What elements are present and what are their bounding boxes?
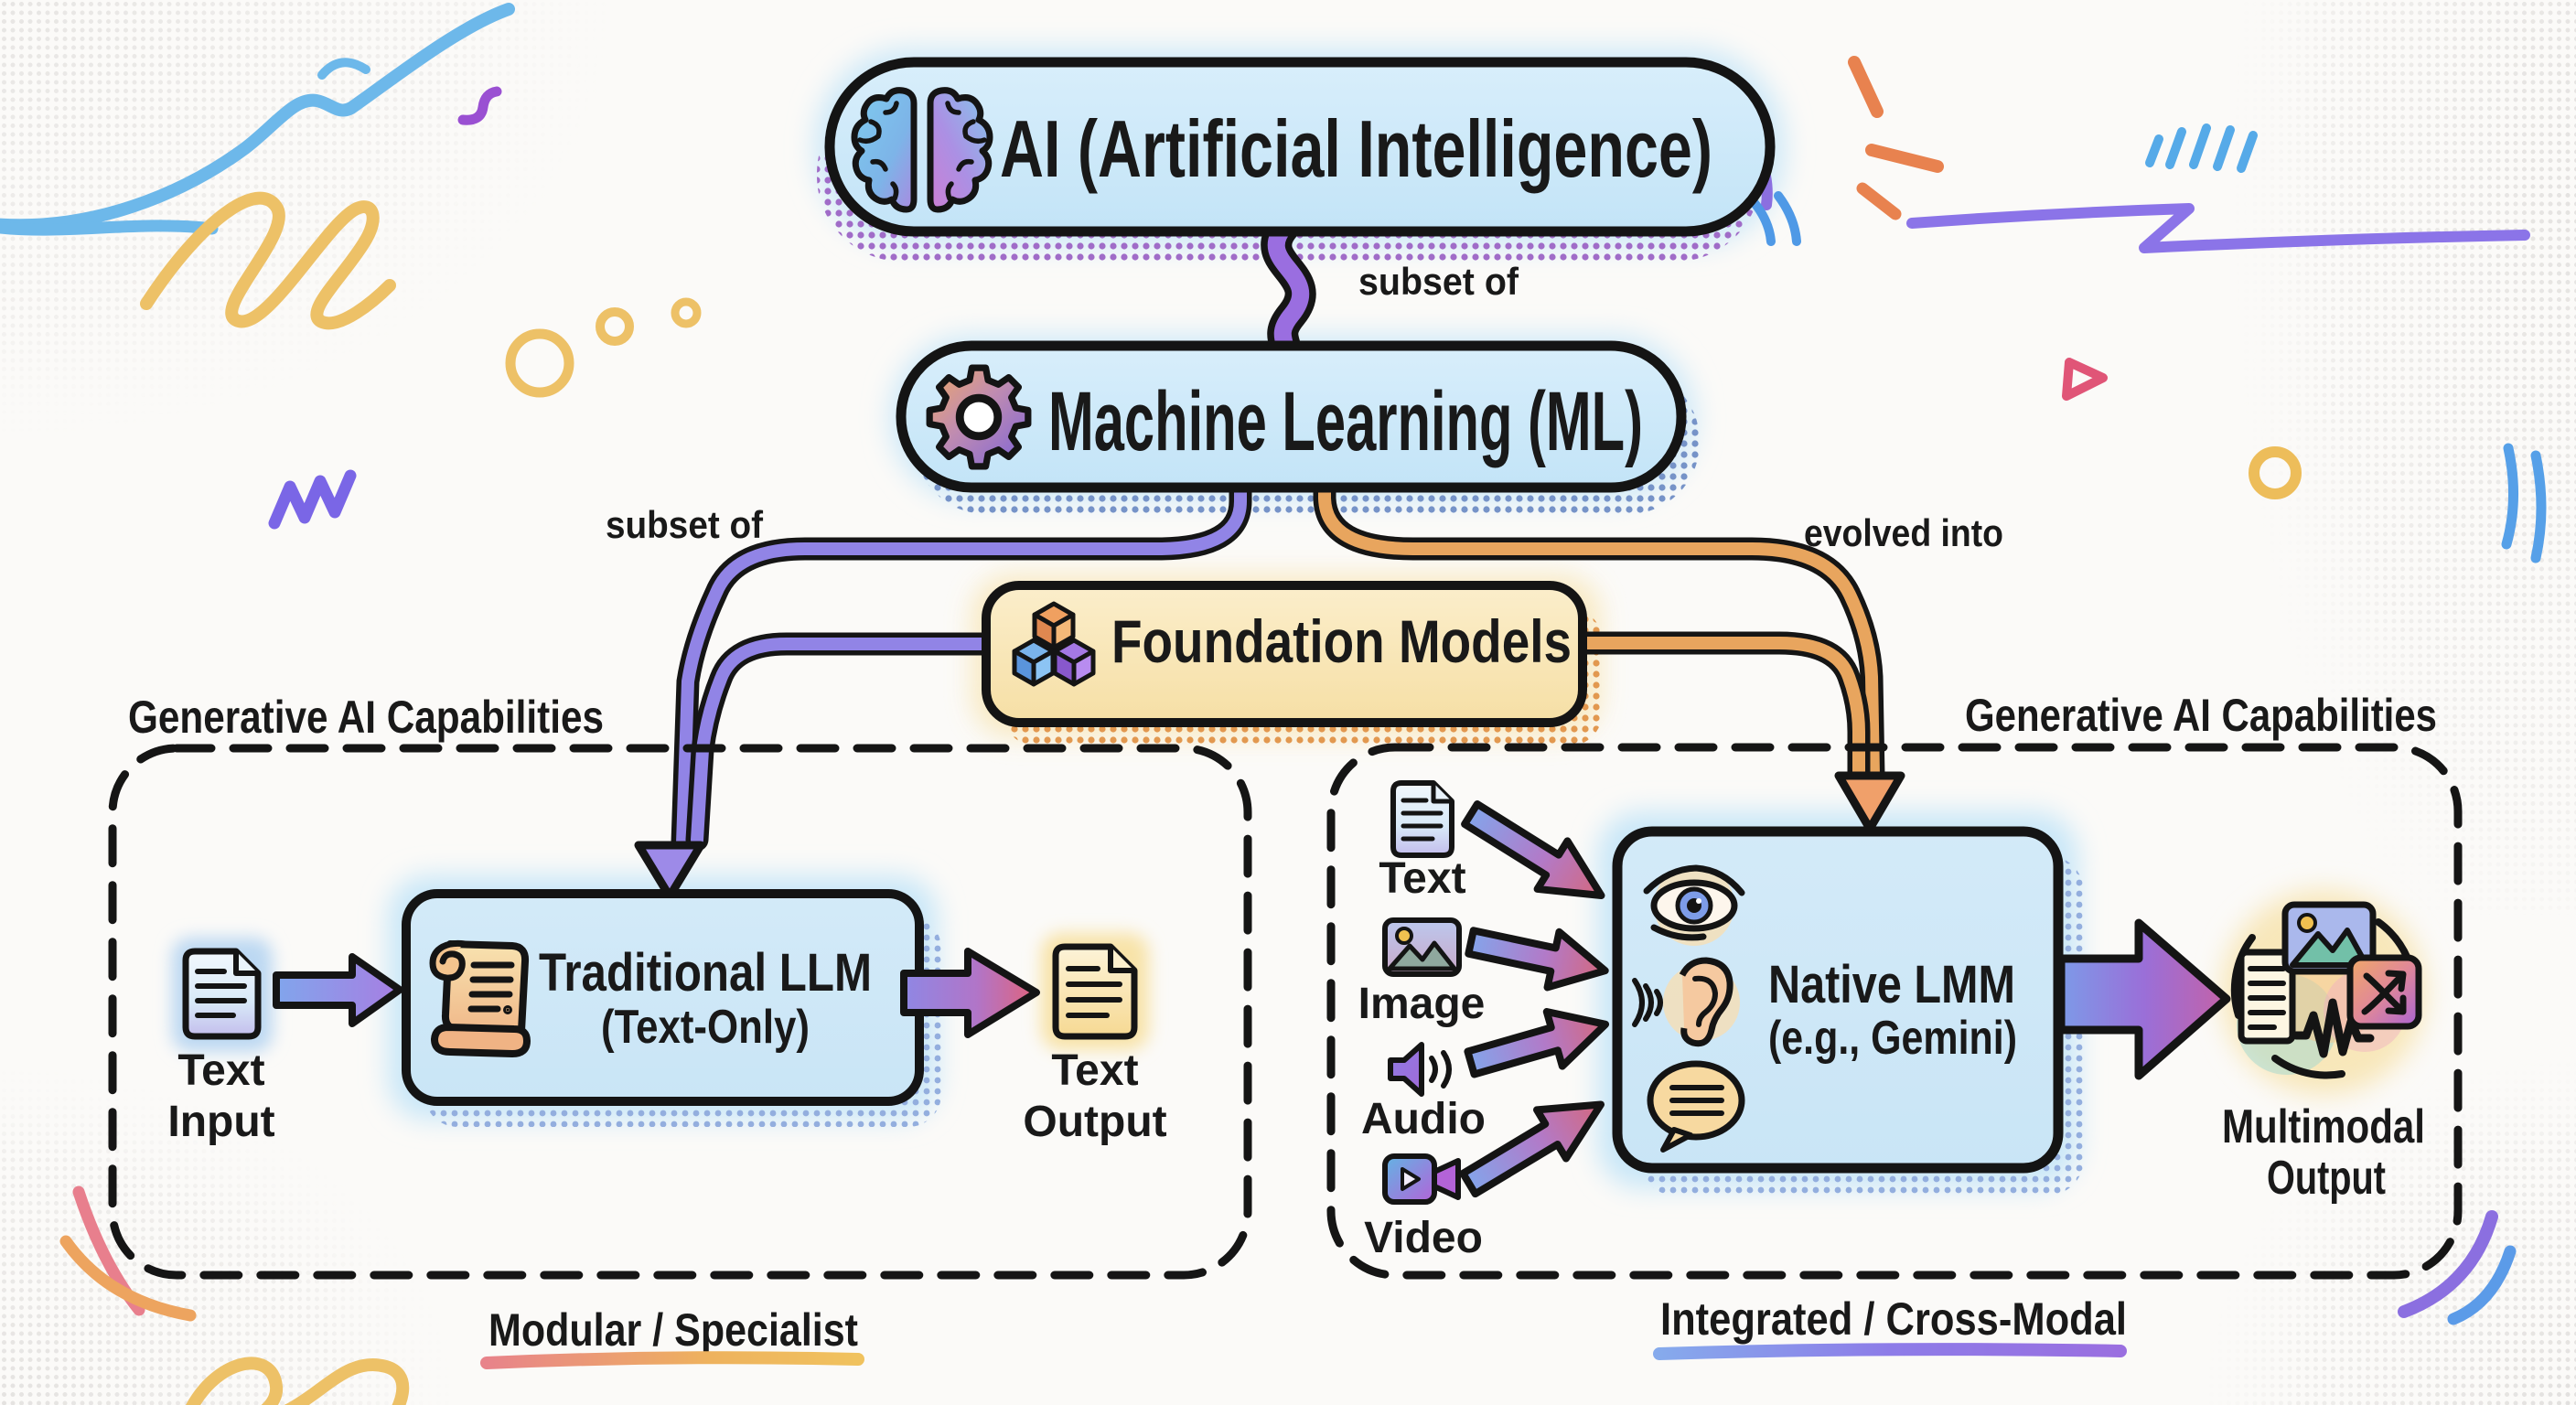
svg-text:Machine Learning (ML): Machine Learning (ML) xyxy=(1048,375,1643,468)
svg-text:Multimodal: Multimodal xyxy=(2222,1100,2425,1153)
svg-text:Output: Output xyxy=(2267,1152,2386,1205)
svg-text:Native LMM: Native LMM xyxy=(1768,955,2015,1014)
svg-text:Generative AI Capabilities: Generative AI Capabilities xyxy=(128,692,604,743)
svg-text:Integrated / Cross-Modal: Integrated / Cross-Modal xyxy=(1660,1293,2127,1345)
svg-text:(e.g., Gemini): (e.g., Gemini) xyxy=(1768,1012,2017,1065)
svg-text:Foundation Models: Foundation Models xyxy=(1111,607,1572,675)
svg-text:AI (Artificial Intelligence): AI (Artificial Intelligence) xyxy=(1000,103,1712,194)
svg-text:Modular / Specialist: Modular / Specialist xyxy=(488,1304,858,1356)
svg-text:subset of: subset of xyxy=(1358,260,1519,303)
svg-text:Traditional LLM: Traditional LLM xyxy=(539,943,872,1003)
svg-text:Audio: Audio xyxy=(1361,1095,1486,1143)
svg-text:Input: Input xyxy=(167,1098,274,1146)
svg-text:subset of: subset of xyxy=(606,503,764,546)
svg-text:Video: Video xyxy=(1364,1214,1483,1262)
svg-text:Text: Text xyxy=(177,1046,264,1095)
svg-text:(Text-Only): (Text-Only) xyxy=(601,1001,810,1054)
svg-text:Text: Text xyxy=(1051,1046,1138,1095)
svg-text:evolved into: evolved into xyxy=(1804,511,2003,554)
svg-text:Output: Output xyxy=(1023,1098,1166,1146)
svg-text:Image: Image xyxy=(1358,980,1486,1028)
svg-text:Text: Text xyxy=(1379,854,1465,903)
svg-text:Generative AI Capabilities: Generative AI Capabilities xyxy=(1965,690,2437,741)
